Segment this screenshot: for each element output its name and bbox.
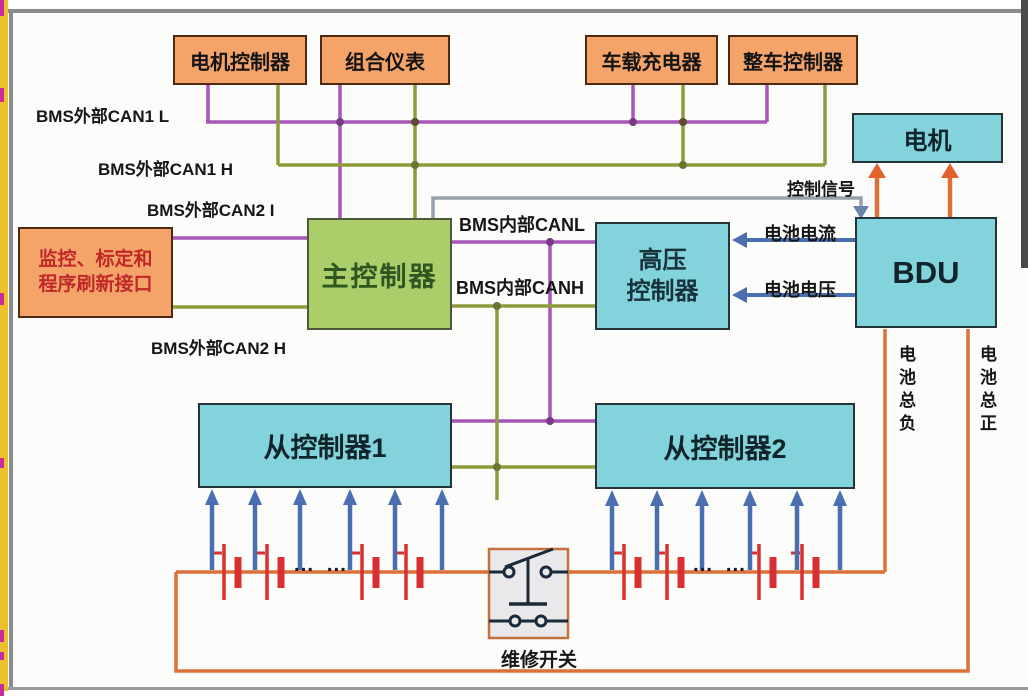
battery-current-label: 电池电流 [764, 224, 836, 244]
frame-left-border [9, 9, 13, 687]
bdu-label: BDU [892, 254, 960, 290]
motor-label: 电机 [903, 127, 952, 155]
battery-cells-string1 [213, 544, 424, 600]
onboard-charger-box: 车载充电器 [585, 35, 718, 85]
onboard-charger-label: 车载充电器 [601, 51, 702, 74]
bdu-box: BDU [855, 217, 997, 328]
can1-l-label: BMS外部CAN1 L [36, 107, 170, 126]
motor-box: 电机 [852, 113, 1003, 163]
battery-total-negative-label: 电池总负 [896, 345, 915, 437]
slave-controller-2-label: 从控制器2 [663, 433, 787, 464]
slave-controller-2-box: 从控制器2 [595, 403, 855, 489]
vehicle-controller-label: 整车控制器 [743, 51, 843, 74]
magenta-dash [0, 0, 4, 16]
can1-h-bus-line [276, 85, 827, 218]
battery-cells-string2 [613, 544, 820, 600]
sense-arrows-slave1 [205, 489, 449, 570]
magenta-dash [0, 458, 4, 468]
slave-controller-1-label: 从控制器1 [263, 433, 387, 463]
internal-canl-label: BMS内部CANL [459, 215, 585, 235]
vehicle-controller-box: 整车控制器 [728, 35, 858, 85]
service-switch-label: 维修开关 [500, 650, 577, 671]
internal-canh-bus-line [452, 304, 595, 500]
right-dark-strip [1021, 0, 1028, 268]
battery-current-arrow [732, 232, 855, 248]
battery-ellipsis-string1: … … [293, 553, 350, 576]
control-signal-label: 控制信号 [787, 180, 855, 199]
monitor-interface-label-line2: 程序刷新接口 [38, 273, 153, 295]
battery-voltage-label: 电池电压 [764, 280, 836, 300]
instrument-cluster-box: 组合仪表 [320, 35, 450, 85]
internal-canh-label: BMS内部CANH [456, 278, 584, 298]
main-controller-label: 主控制器 [321, 261, 438, 292]
instrument-cluster-label: 组合仪表 [345, 51, 425, 74]
battery-total-positive-label: 电池总正 [977, 345, 996, 437]
hv-controller-label-line1: 高压 [638, 246, 687, 274]
battery-total-positive-line [174, 329, 970, 673]
battery-voltage-arrow [732, 287, 855, 303]
bus-junction-dots [336, 118, 687, 471]
hv-controller-box: 高压 控制器 [595, 222, 730, 330]
hv-controller-label-line2: 控制器 [626, 278, 699, 305]
control-signal-line [431, 196, 869, 219]
can1-h-label: BMS外部CAN1 H [98, 160, 234, 179]
main-controller-box: 主控制器 [307, 218, 452, 330]
bdu-to-motor-power-lines [868, 163, 959, 217]
can2-l-label: BMS外部CAN2 I [147, 201, 275, 220]
magenta-dash [0, 88, 4, 102]
monitor-interface-label-line1: 监控、标定和 [38, 248, 153, 270]
sense-arrows-slave2 [605, 490, 847, 570]
monitor-interface-box: 监控、标定和 程序刷新接口 [18, 227, 173, 318]
motor-controller-label: 电机控制器 [190, 51, 290, 74]
slave-controller-1-box: 从控制器1 [198, 403, 452, 488]
can1-l-bus-line [206, 85, 769, 218]
magenta-dash [0, 684, 4, 696]
frame-bottom-border [8, 687, 1028, 690]
can2-h-label: BMS外部CAN2 H [151, 339, 287, 358]
internal-canl-bus-line [452, 240, 595, 423]
left-yellow-stripe [0, 0, 8, 691]
service-switch-symbol [487, 547, 570, 640]
motor-controller-box: 电机控制器 [173, 35, 307, 85]
magenta-dash [0, 293, 4, 305]
frame-top-border [8, 9, 1021, 13]
magenta-dash [0, 652, 4, 660]
battery-ellipsis-string2: … … [692, 553, 749, 576]
magenta-dash [0, 630, 4, 642]
